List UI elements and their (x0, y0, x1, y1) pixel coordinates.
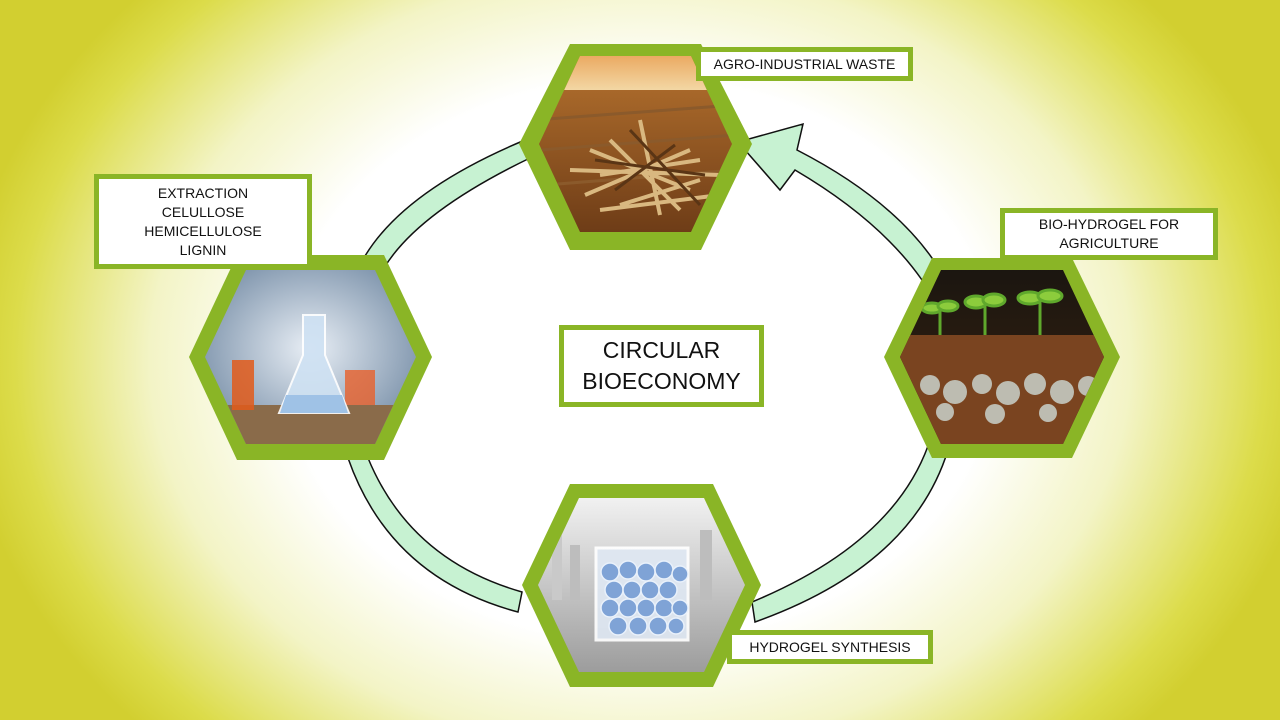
center-label-line: CIRCULAR (602, 337, 721, 363)
cycle-arrow-left (363, 138, 531, 270)
stage-label-line: AGRICULTURE (1059, 235, 1159, 251)
label-hydrogel-synthesis: HYDROGEL SYNTHESIS (727, 630, 933, 664)
hexagon-bio-hydrogel-agriculture (884, 258, 1120, 458)
label-agro-industrial-waste: AGRO-INDUSTRIAL WASTE (696, 47, 913, 81)
cycle-arrow-lower-right (751, 445, 949, 624)
hydrogel-beads-image (538, 498, 745, 672)
stage-label-line: AGRO-INDUSTRIAL WASTE (713, 55, 896, 72)
stage-label-line: LIGNIN (179, 241, 227, 258)
center-label-line: BIOECONOMY (582, 368, 741, 394)
center-label-circular-bioeconomy: CIRCULAR BIOECONOMY (559, 325, 764, 407)
label-extraction: EXTRACTION CELULLOSE HEMICELLULOSE LIGNI… (94, 174, 312, 269)
stage-label-line: EXTRACTION (157, 184, 249, 201)
cycle-arrow-head-right (736, 122, 942, 281)
hexagon-extraction (189, 255, 432, 460)
seedlings-in-hydrogel-image (900, 270, 1104, 444)
cycle-arrow-lower-left (346, 457, 523, 613)
label-bio-hydrogel-agriculture: BIO-HYDROGEL FOR AGRICULTURE (1000, 208, 1218, 260)
stage-label-line: CELULLOSE (161, 203, 245, 220)
stage-label-line: HYDROGEL SYNTHESIS (749, 638, 911, 655)
stage-label-line: HEMICELLULOSE (144, 222, 262, 239)
hexagon-hydrogel-synthesis (522, 484, 761, 687)
stage-label-line: BIO-HYDROGEL FOR (1038, 216, 1180, 232)
